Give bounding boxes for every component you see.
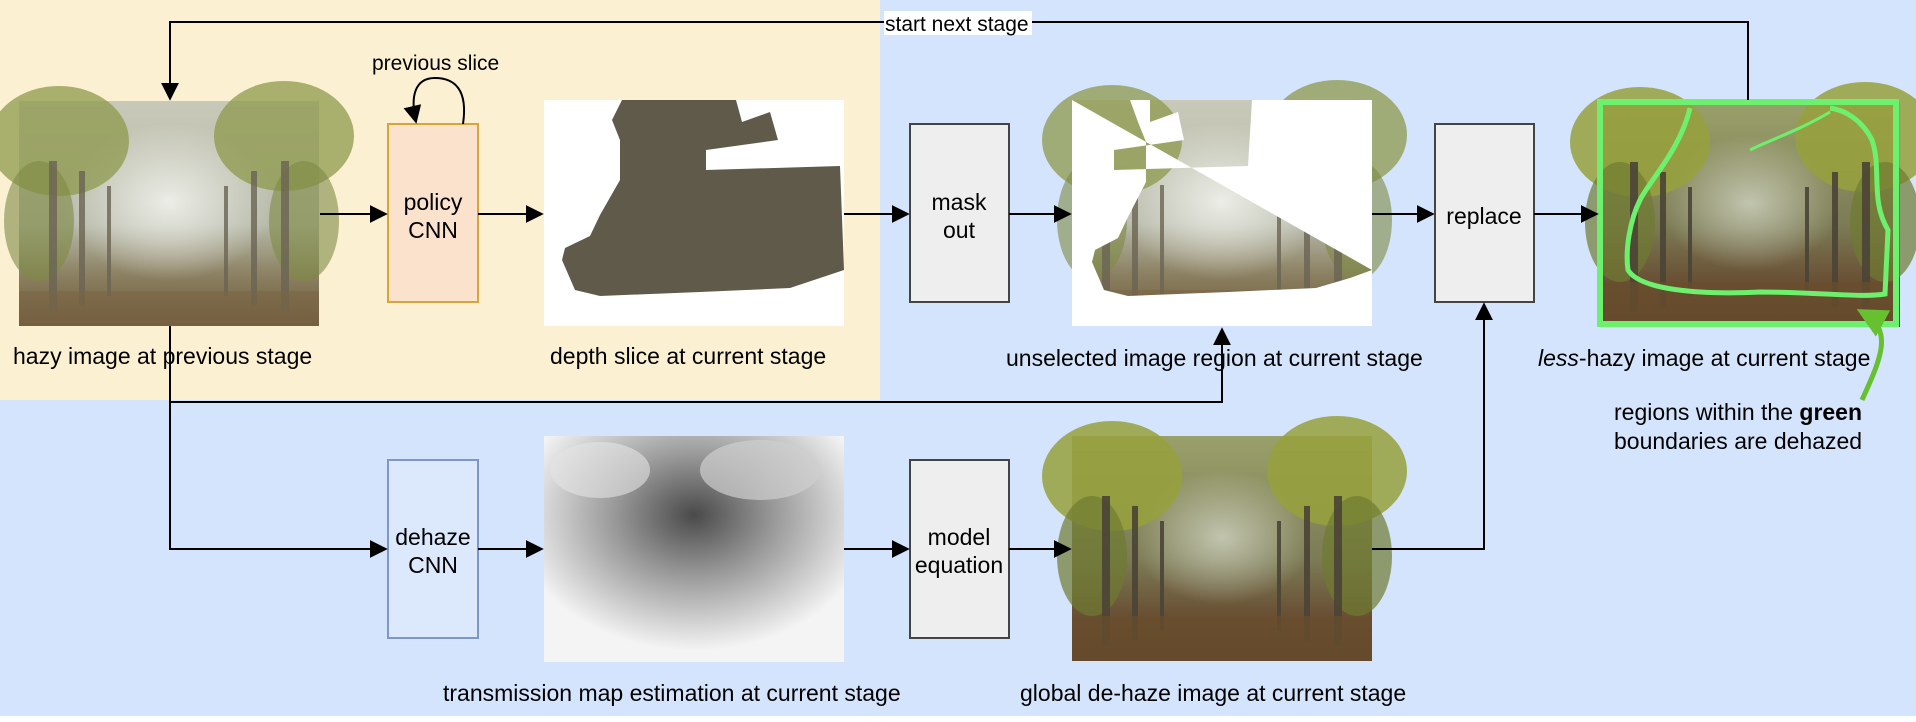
model-equation-box: model equation [909,459,1010,639]
replace-label: replace [1446,203,1521,229]
start-next-stage-label: start next stage [885,13,1029,36]
less-hazy-caption-rest: -hazy image at current stage [1579,345,1870,371]
depth-slice-image [544,100,844,326]
hazy-image-caption: hazy image at previous stage [13,343,312,369]
replace-box: replace [1434,123,1535,303]
less-hazy-image [1570,82,1916,327]
edge-hazy-to-unselected [169,326,1231,403]
depth-slice-caption: depth slice at current stage [550,343,826,369]
policy-cnn-box: policy CNN [387,123,479,303]
green-note-line1: regions within the green [1614,399,1862,425]
policy-cnn-line2: CNN [408,217,458,243]
transmission-map-caption: transmission map estimation at current s… [443,680,901,706]
green-note-prefix: regions within the [1614,399,1799,425]
edge-global-to-replace [1372,302,1493,550]
less-hazy-caption: less-hazy image at current stage [1538,345,1870,371]
hazy-image [0,81,354,326]
unselected-region-image [1042,80,1407,326]
edge-hazy-to-dehaze [169,402,388,558]
mask-out-line2: out [943,217,976,243]
green-annotation-arrow [1856,309,1891,402]
green-note-line2: boundaries are dehazed [1614,428,1862,454]
dehaze-cnn-line1: dehaze [395,524,470,550]
policy-cnn-line1: policy [404,189,463,215]
edge-previous-slice-loop [403,76,466,125]
model-equation-line1: model [928,524,991,550]
previous-slice-label: previous slice [372,52,499,75]
unselected-region-caption: unselected image region at current stage [1006,345,1423,371]
green-note-bold: green [1799,399,1862,425]
global-dehaze-caption: global de-haze image at current stage [1020,680,1406,706]
less-hazy-caption-italic: less [1538,345,1579,371]
dehaze-cnn-box: dehaze CNN [387,459,479,639]
model-equation-line2: equation [915,552,1003,578]
dehaze-cnn-line2: CNN [408,552,458,578]
mask-out-line1: mask [932,189,987,215]
mask-out-box: mask out [909,123,1010,303]
global-dehaze-image [1042,416,1407,661]
transmission-map-image [544,436,844,662]
